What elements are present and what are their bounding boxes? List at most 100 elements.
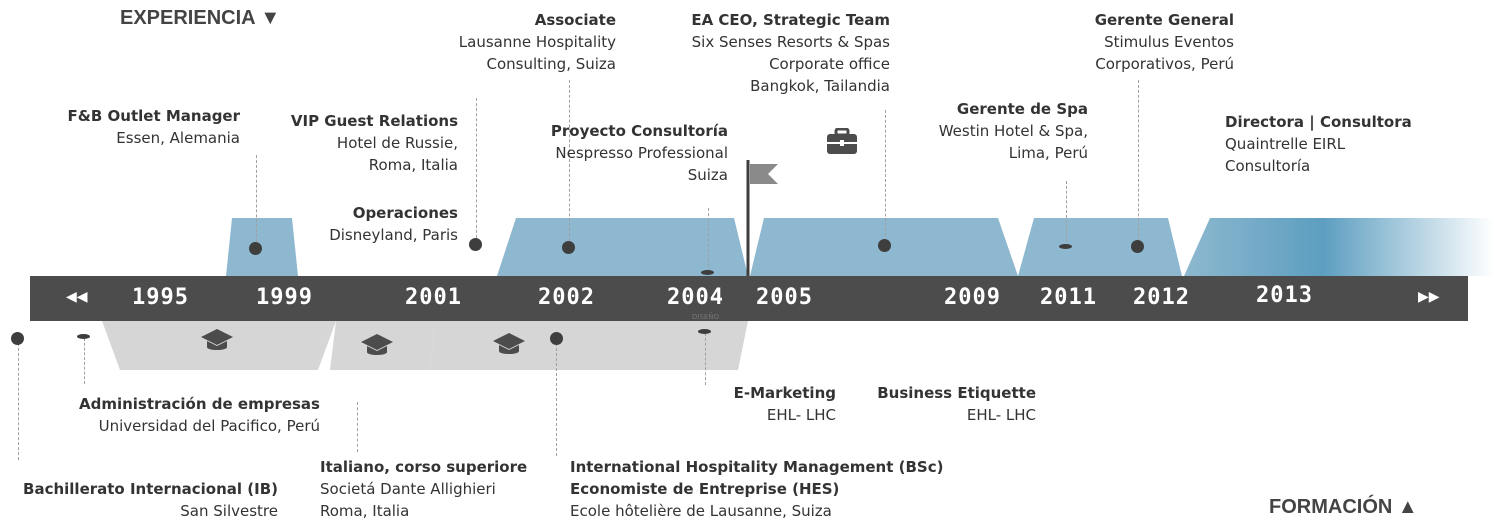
entry-line: Essen, Alemania xyxy=(116,129,240,147)
experience-entry: VIP Guest Relations Hotel de Russie, Rom… xyxy=(258,110,458,176)
leader-line xyxy=(556,338,557,456)
entry-line: Hotel de Russie, xyxy=(336,134,458,152)
year-label: 2009 xyxy=(944,285,1001,310)
fast-forward-icon[interactable]: ▶▶ xyxy=(1418,289,1440,305)
year-label: 2012 xyxy=(1133,285,1190,310)
graduation-cap-icon xyxy=(201,329,233,350)
experience-entry: Associate Lausanne Hospitality Consultin… xyxy=(400,9,616,75)
experience-entry: F&B Outlet Manager Essen, Alemania xyxy=(40,105,240,149)
timeline-dot[interactable] xyxy=(1131,240,1144,253)
education-entry: Business Etiquette EHL- LHC xyxy=(856,382,1036,426)
experience-entry: Gerente de Spa Westin Hotel & Spa, Lima,… xyxy=(880,98,1088,164)
entry-line: Ecole hôtelière de Lausanne, Suiza xyxy=(570,502,832,520)
leader-line xyxy=(708,208,709,272)
experience-band-2011 xyxy=(1018,218,1182,276)
year-label: 2001 xyxy=(405,285,462,310)
experience-entry: Directora | Consultora Quaintrelle EIRL … xyxy=(1225,111,1465,177)
entry-title: Administración de empresas xyxy=(78,395,320,413)
graduation-cap-icon xyxy=(361,334,393,355)
timeline-dot[interactable] xyxy=(1059,244,1072,249)
entry-title: Economiste de Entreprise (HES) xyxy=(570,480,840,498)
education-entry: Administración de empresas Universidad d… xyxy=(20,393,320,437)
entry-title: VIP Guest Relations xyxy=(290,112,458,130)
graduation-cap-icon xyxy=(493,333,525,354)
timeline-dot[interactable] xyxy=(469,238,482,251)
year-label: 2013 xyxy=(1256,283,1313,308)
entry-line: Quaintrelle EIRL xyxy=(1225,135,1346,153)
experience-section-title: EXPERIENCIA ▼ xyxy=(120,7,281,29)
education-entry: E-Marketing EHL- LHC xyxy=(680,382,836,426)
timeline-dot[interactable] xyxy=(701,270,714,275)
leader-line xyxy=(1066,181,1067,247)
year-label: 1995 xyxy=(132,285,189,310)
entry-title: Directora | Consultora xyxy=(1225,113,1412,131)
experience-band-1995 xyxy=(226,218,298,276)
entry-line: Lausanne Hospitality xyxy=(458,33,616,51)
leader-line xyxy=(476,98,477,238)
entry-line: Disneyland, Paris xyxy=(329,226,458,244)
entry-title: Operaciones xyxy=(352,204,458,222)
leader-line xyxy=(705,333,706,385)
entry-line: Consulting, Suiza xyxy=(486,55,616,73)
leader-line xyxy=(885,110,886,246)
experience-entry: EA CEO, Strategic Team Six Senses Resort… xyxy=(640,9,890,97)
experience-entry: Proyecto Consultoría Nespresso Professio… xyxy=(500,120,728,186)
entry-title: Gerente de Spa xyxy=(956,100,1088,118)
year-label: 2004 xyxy=(667,285,724,310)
timeline-dot[interactable] xyxy=(878,239,891,252)
entry-title: F&B Outlet Manager xyxy=(67,107,240,125)
entry-line: Nespresso Professional xyxy=(555,144,728,162)
year-label: 2002 xyxy=(538,285,595,310)
leader-line xyxy=(1138,80,1139,246)
education-section-title: FORMACIÓN ▲ xyxy=(1269,496,1418,518)
entry-title: Business Etiquette xyxy=(877,384,1036,402)
leader-line xyxy=(357,402,358,452)
entry-line: Suiza xyxy=(687,166,728,184)
entry-title: Bachillerato Internacional (IB) xyxy=(23,480,278,498)
entry-line: San Silvestre xyxy=(180,502,278,520)
education-entry: International Hospitality Management (BS… xyxy=(570,456,990,522)
entry-title: Italiano, corso superiore xyxy=(320,458,528,476)
education-entry: Italiano, corso superiore Societá Dante … xyxy=(320,456,560,522)
entry-line: Lima, Perú xyxy=(1008,144,1088,162)
entry-line: Roma, Italia xyxy=(320,502,410,520)
education-entry: Bachillerato Internacional (IB) San Silv… xyxy=(0,478,278,522)
timeline-dot[interactable] xyxy=(11,332,24,345)
timeline-dot[interactable] xyxy=(77,334,90,339)
leader-line xyxy=(256,155,257,247)
flag-icon xyxy=(750,164,778,184)
entry-title: EA CEO, Strategic Team xyxy=(691,11,890,29)
timeline-dot[interactable] xyxy=(698,329,711,334)
rewind-icon[interactable]: ◀◀ xyxy=(66,289,88,305)
entry-line: Universidad del Pacifico, Perú xyxy=(98,417,320,435)
entry-line: Corporativos, Perú xyxy=(1095,55,1234,73)
entry-line: Societá Dante Allighieri xyxy=(320,480,496,498)
year-label: 1999 xyxy=(256,285,313,310)
timeline-dot[interactable] xyxy=(550,332,563,345)
experience-entry: Operaciones Disneyland, Paris xyxy=(258,202,458,246)
leader-line xyxy=(84,338,85,384)
entry-line: Westin Hotel & Spa, xyxy=(938,122,1088,140)
timeline-axis xyxy=(30,276,1468,321)
axis-small-label: DISEÑO xyxy=(692,313,720,321)
entry-line: Roma, Italia xyxy=(368,156,458,174)
entry-line: EHL- LHC xyxy=(966,406,1036,424)
timeline-dot[interactable] xyxy=(562,241,575,254)
entry-title: Proyecto Consultoría xyxy=(550,122,728,140)
experience-entry: Gerente General Stimulus Eventos Corpora… xyxy=(1030,9,1234,75)
year-label: 2011 xyxy=(1040,285,1097,310)
entry-title: Gerente General xyxy=(1094,11,1234,29)
entry-title: Associate xyxy=(534,11,616,29)
entry-line: EHL- LHC xyxy=(766,406,836,424)
timeline-dot[interactable] xyxy=(249,242,262,255)
entry-line: Bangkok, Tailandia xyxy=(750,77,890,95)
experience-band-2013 xyxy=(1184,218,1494,276)
entry-line: Corporate office xyxy=(769,55,890,73)
year-label: 2005 xyxy=(756,285,813,310)
leader-line xyxy=(18,338,19,460)
leader-line xyxy=(569,80,570,246)
entry-line: Six Senses Resorts & Spas xyxy=(691,33,890,51)
entry-line: Consultoría xyxy=(1225,157,1311,175)
entry-line: Stimulus Eventos xyxy=(1104,33,1234,51)
experience-band-2002 xyxy=(497,218,748,276)
